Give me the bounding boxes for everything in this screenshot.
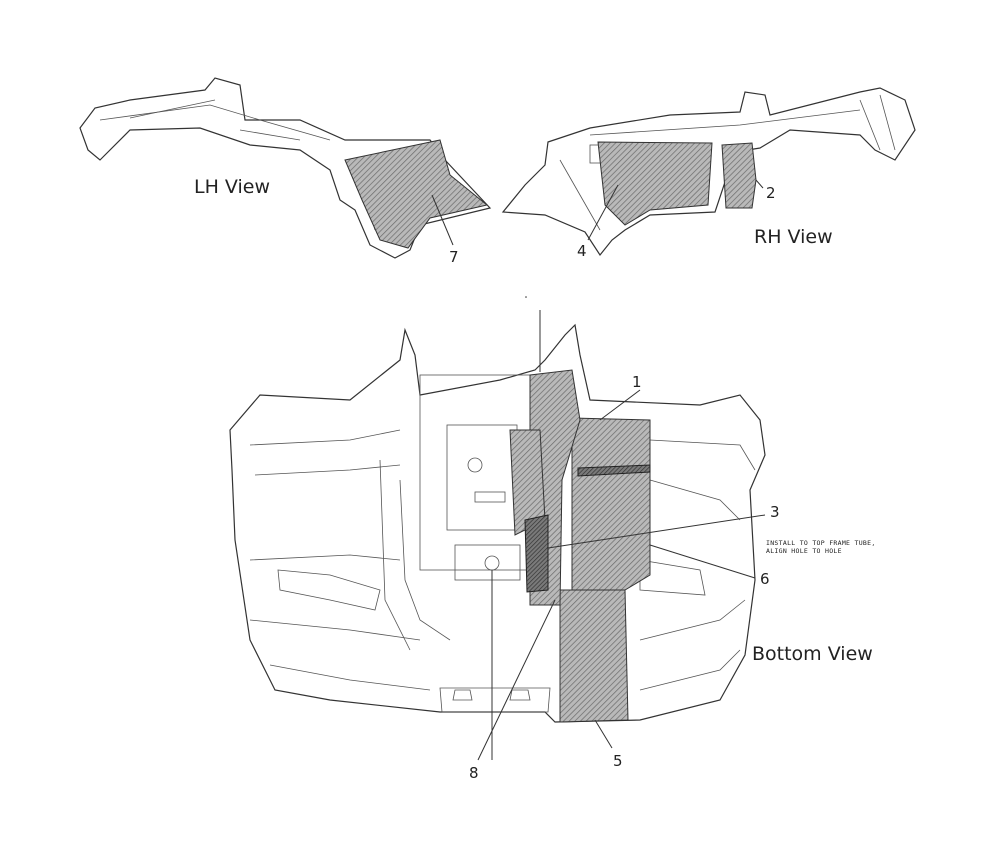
bottom-view-drawing [229,323,766,723]
callout-5: 5 [613,752,623,770]
rh-hatched-panel-b [721,142,757,209]
rh-view-drawing [501,87,916,257]
bottom-view-label: Bottom View [752,643,873,665]
callout-7: 7 [449,248,459,266]
bottom-panel-1 [571,417,651,591]
bottom-strip-1 [577,464,651,477]
callout-8: 8 [469,764,479,782]
install-note-line-2: ALIGN HOLE TO HOLE [766,547,842,555]
rh-view-label: RH View [754,226,833,248]
callout-2: 2 [766,184,776,202]
lh-view-label: LH View [194,176,270,198]
callout-4: 4 [577,242,587,260]
bottom-panel-5 [559,589,629,723]
callout-6: 6 [760,570,770,588]
lh-hatched-panel [344,139,489,249]
bottom-panel-3 [524,514,549,593]
callout-1: 1 [632,373,642,391]
lh-view-drawing [79,77,492,259]
rh-hatched-panel-a [597,141,713,226]
callout-3: 3 [770,503,780,521]
install-note-line-1: INSTALL TO TOP FRAME TUBE, [766,539,876,547]
